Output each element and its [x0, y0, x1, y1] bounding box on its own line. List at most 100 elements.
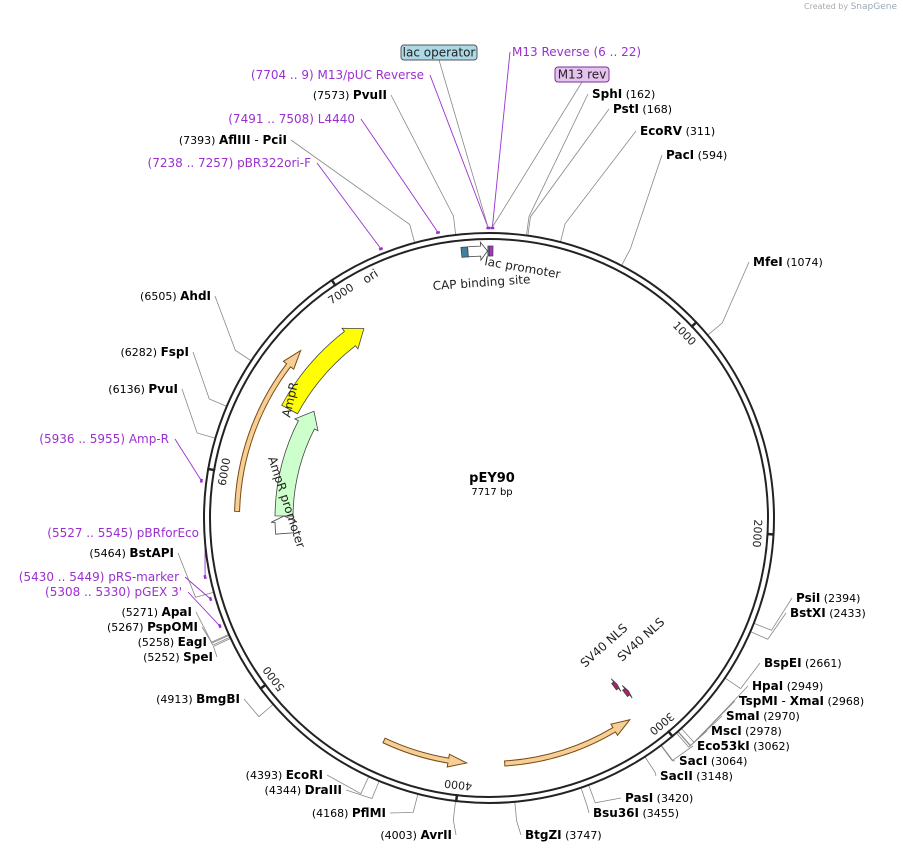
feature-ori[interactable] — [281, 327, 365, 415]
feature-ampr-promoter[interactable] — [270, 515, 298, 535]
feature-sv40-nls-1[interactable] — [621, 685, 633, 699]
tick-label-5000: 5000 — [260, 664, 287, 694]
enzyme-line-apai — [195, 611, 230, 643]
enzyme-line-fspi — [192, 351, 227, 407]
feature-cap-binding-site[interactable] — [460, 246, 469, 258]
tick-label-4000: 4000 — [443, 777, 472, 793]
enzyme-tspmi[interactable]: TspMI - XmaI (2968) — [739, 694, 864, 708]
enzyme-apai[interactable]: (5271) ApaI — [121, 605, 192, 619]
enzyme-line-pvui — [181, 388, 216, 439]
enzyme-paci[interactable]: PacI (594) — [666, 148, 727, 162]
backbone-outer-strand — [203, 232, 775, 804]
enzyme-smai[interactable]: SmaI (2970) — [726, 709, 800, 723]
enzyme-draiii[interactable]: (4344) DraIII — [265, 783, 342, 797]
orf-1[interactable] — [234, 349, 302, 512]
enzyme-pvuii[interactable]: (7573) PvuII — [313, 88, 387, 102]
plasmid-name: pEY90 — [469, 471, 515, 486]
enzyme-line-msci — [675, 730, 708, 748]
enzyme-line-pspomi — [201, 626, 230, 644]
primer-pgex-3[interactable]: (5308 .. 5330) pGEX 3' — [45, 585, 182, 599]
enzyme-avrii[interactable]: (4003) AvrII — [380, 828, 452, 842]
enzyme-bsu36i[interactable]: Bsu36I (3455) — [593, 806, 679, 820]
enzyme-bstapi[interactable]: (5464) BstAPI — [89, 546, 174, 560]
tick-label-7000: 7000 — [326, 281, 357, 307]
feature-box-label-lac-operator: lac operator — [403, 46, 476, 60]
enzyme-pflmi[interactable]: (4168) PflMI — [312, 806, 386, 820]
enzyme-fspi[interactable]: (6282) FspI — [121, 345, 189, 359]
enzyme-pvui[interactable]: (6136) PvuI — [108, 382, 178, 396]
enzyme-line-bstxi — [750, 612, 787, 640]
primer-prs-marker[interactable]: (5430 .. 5449) pRS-marker — [19, 570, 179, 584]
tick-label-6000: 6000 — [216, 457, 234, 487]
enzyme-ecori[interactable]: (4393) EcoRI — [246, 768, 323, 782]
feature-m13-rev[interactable] — [489, 245, 494, 257]
snapgene-logo: SnapGene — [850, 2, 897, 12]
enzyme-line-bspei — [724, 662, 761, 690]
primer-l4440[interactable]: (7491 .. 7508) L4440 — [228, 112, 355, 126]
feature-box-m13-rev[interactable]: M13 rev — [554, 66, 610, 83]
primer-line-prs-marker — [184, 576, 211, 600]
tick-1000 — [690, 320, 698, 329]
credit-created-by: Created by — [804, 2, 849, 11]
feature-box-label-m13-rev: M13 rev — [558, 68, 607, 82]
primer-line-pbr322ori-f — [316, 162, 382, 250]
primer-amp-r[interactable]: (5936 .. 5955) Amp-R — [39, 432, 169, 446]
feature-box-bg-m13-rev — [554, 66, 610, 83]
enzyme-line-pvuii — [390, 94, 457, 236]
feature-sv40-nls-2[interactable] — [610, 678, 622, 692]
enzyme-mfei[interactable]: MfeI (1074) — [753, 255, 823, 269]
enzyme-line-ahdi — [214, 295, 252, 362]
enzyme-line-bsu36i — [580, 787, 590, 814]
enzyme-line-ecorv — [560, 130, 637, 243]
snapgene-credit: Created by SnapGene — [804, 2, 897, 12]
enzyme-psti[interactable]: PstI (168) — [613, 102, 672, 116]
primer-mark-pgex-3 — [218, 623, 222, 629]
enzyme-line-avrii — [452, 800, 457, 836]
feature-ampr[interactable] — [274, 410, 319, 517]
enzyme-bspei[interactable]: BspEI (2661) — [764, 656, 842, 670]
enzyme-sacii[interactable]: SacII (3148) — [660, 769, 733, 783]
features-layer — [199, 226, 633, 699]
plasmid-size: 7717 bp — [471, 487, 512, 498]
feature-lac-operator[interactable] — [487, 245, 490, 257]
enzyme-ecorv[interactable]: EcoRV (311) — [640, 124, 715, 138]
enzyme-line-pasi — [588, 784, 622, 804]
feature-box-lac-operator[interactable]: lac operator — [400, 44, 478, 61]
tick-5000 — [259, 683, 267, 691]
enzyme-line-afliii — [290, 139, 416, 243]
enzyme-saci[interactable]: SacI (3064) — [679, 754, 747, 768]
enzyme-pasi[interactable]: PasI (3420) — [625, 791, 693, 805]
enzyme-pspomi[interactable]: (5267) PspOMI — [107, 620, 198, 634]
primer-line-l4440 — [360, 118, 439, 233]
enzyme-ahdi[interactable]: (6505) AhdI — [140, 289, 211, 303]
enzyme-line-bmgbi — [243, 698, 274, 718]
enzyme-hpai[interactable]: HpaI (2949) — [752, 679, 823, 693]
backbone — [203, 232, 775, 804]
tick-3000 — [666, 730, 674, 738]
primer-line-pgex-3 — [187, 591, 221, 627]
enzyme-msci[interactable]: MscI (2978) — [711, 724, 782, 738]
enzyme-sphi[interactable]: SphI (162) — [592, 87, 655, 101]
feature-lac-promoter[interactable] — [467, 240, 488, 262]
primer-pbr322ori-f[interactable]: (7238 .. 7257) pBR322ori-F — [148, 156, 312, 170]
primer-pbrforeco[interactable]: (5527 .. 5545) pBRforEco — [47, 526, 199, 540]
enzyme-afliii[interactable]: (7393) AflIII - PciI — [179, 133, 287, 147]
primer-m13-reverse[interactable]: M13 Reverse (6 .. 22) — [512, 45, 641, 59]
enzyme-bmgbi[interactable]: (4913) BmgBI — [156, 692, 240, 706]
feature-box-line-m13-rev — [491, 81, 583, 229]
orf-2[interactable] — [504, 718, 632, 767]
enzyme-psii[interactable]: PsiI (2394) — [796, 591, 860, 605]
enzyme-line-psti — [527, 108, 610, 236]
enzyme-bstxi[interactable]: BstXI (2433) — [790, 606, 866, 620]
enzyme-eagi[interactable]: (5258) EagI — [138, 635, 207, 649]
primer-m13-puc-reverse[interactable]: (7704 .. 9) M13/pUC Reverse — [251, 68, 424, 82]
backbone-inner-strand — [209, 238, 769, 798]
enzyme-eco53ki[interactable]: Eco53kI (3062) — [697, 739, 790, 753]
primer-mark-prs-marker — [208, 596, 213, 602]
feature-box-bg-lac-operator — [400, 44, 478, 61]
orf-3[interactable] — [382, 737, 469, 768]
enzyme-spei[interactable]: (5252) SpeI — [143, 650, 213, 664]
primer-mark-pbrforeco — [203, 574, 207, 580]
enzyme-btgzi[interactable]: BtgZI (3747) — [525, 828, 602, 842]
